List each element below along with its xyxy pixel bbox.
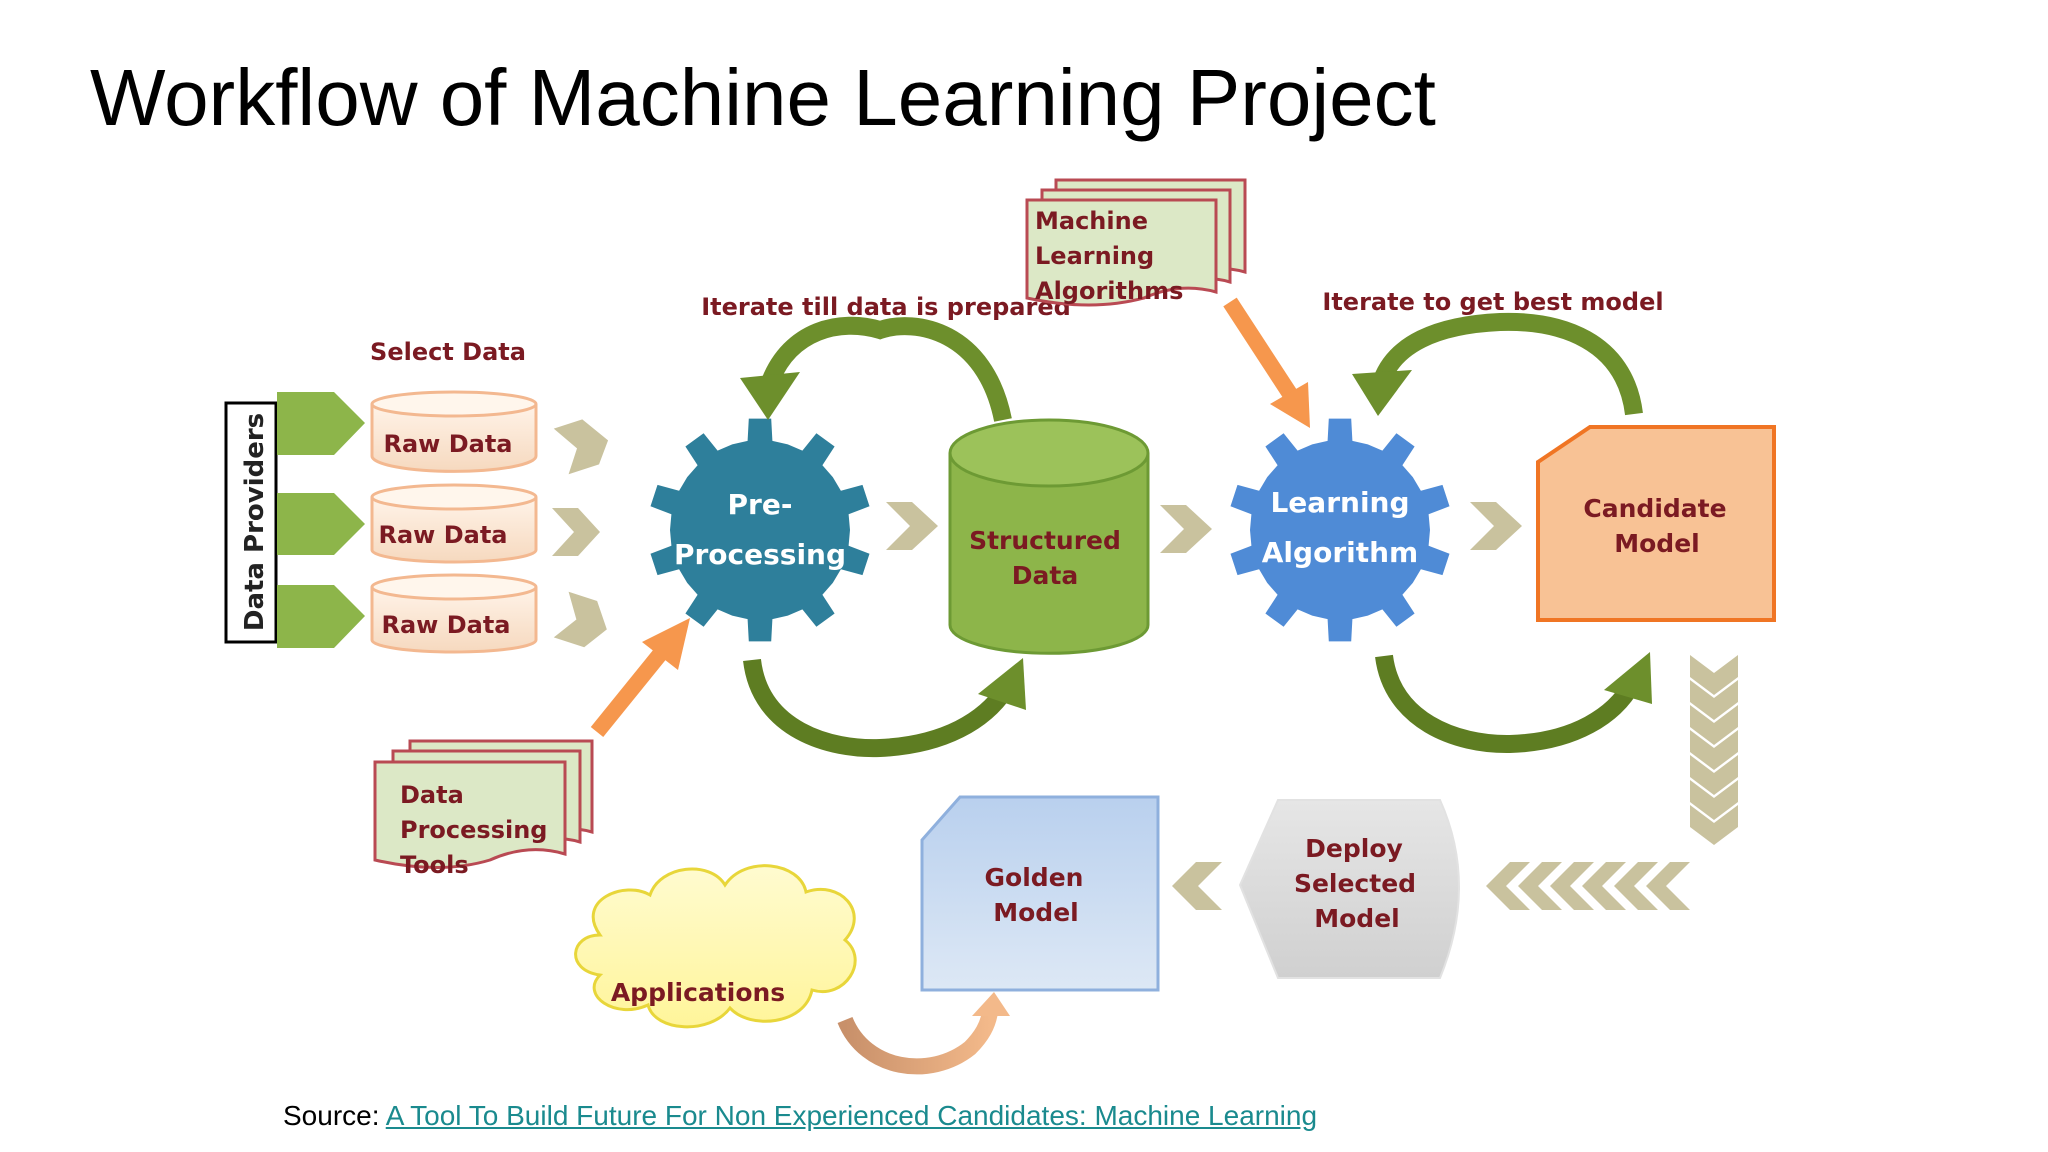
- golden-model-label-2: Model: [993, 898, 1078, 927]
- gear-shape-blue: [1230, 418, 1450, 642]
- tan-arrow-7: [1172, 862, 1222, 910]
- pre-processing-label-2: Processing: [674, 538, 846, 571]
- tan-arrow-4: [886, 502, 938, 550]
- tan-arrow-5: [1160, 505, 1212, 553]
- dpt-label-2: Processing: [400, 816, 547, 844]
- structured-data-label-2: Data: [1012, 561, 1078, 590]
- iterate-data-label: Iterate till data is prepared: [701, 293, 1071, 321]
- chevron-down-5: [1690, 755, 1738, 795]
- pre-processing-label-1: Pre-: [728, 488, 793, 521]
- raw-data-cylinder-3: Raw Data: [370, 573, 538, 654]
- dpt-label-1: Data: [400, 781, 464, 809]
- raw-data-label-1: Raw Data: [384, 430, 513, 458]
- deploy-label-2: Selected: [1294, 869, 1416, 898]
- ml-algorithms-doc: Machine Learning Algorithms: [1025, 178, 1247, 307]
- chevron-left-1: [1646, 862, 1690, 910]
- source-link[interactable]: A Tool To Build Future For Non Experienc…: [385, 1100, 1318, 1131]
- iterate-data-top-arc: [740, 316, 1012, 422]
- left-chevron-stack: [1486, 862, 1690, 910]
- gear-shape-teal: [650, 418, 870, 642]
- learning-algorithm-label-2: Algorithm: [1262, 536, 1418, 569]
- source-line: Source: A Tool To Build Future For Non E…: [283, 1100, 1317, 1132]
- iterate-model-bottom-arc: [1375, 652, 1652, 754]
- structured-data-cylinder: Structured Data: [948, 418, 1150, 655]
- down-chevron-stack: [1690, 655, 1738, 845]
- raw-data-label-3: Raw Data: [382, 611, 511, 639]
- tan-arrow-1: [553, 419, 609, 475]
- deploy-label-1: Deploy: [1305, 834, 1403, 863]
- chevron-left-2: [1614, 862, 1658, 910]
- data-providers-label: Data Providers: [240, 413, 270, 631]
- tan-arrow-6: [1470, 502, 1522, 550]
- raw-data-cylinder-2: Raw Data: [370, 483, 538, 564]
- golden-model-box: Golden Model: [920, 795, 1160, 992]
- select-data-label: Select Data: [370, 338, 526, 366]
- deploy-label-3: Model: [1314, 904, 1399, 933]
- pre-processing-gear: Pre- Processing: [650, 418, 870, 642]
- learning-algorithm-gear: Learning Algorithm: [1230, 418, 1450, 642]
- iterate-model-top-arc: [1352, 312, 1643, 416]
- chevron-left-3: [1582, 862, 1626, 910]
- chevron-down-4: [1690, 730, 1738, 770]
- chevron-left-6: [1486, 862, 1530, 910]
- source-label: Source:: [283, 1100, 380, 1131]
- mla-label-2: Learning: [1035, 242, 1154, 270]
- tan-arrow-3: [553, 591, 607, 648]
- candidate-model-box: Candidate Model: [1536, 425, 1776, 622]
- applications-label: Applications: [611, 978, 785, 1007]
- chevron-down-6: [1690, 780, 1738, 820]
- golden-model-label-1: Golden: [985, 863, 1084, 892]
- chevron-left-5: [1518, 862, 1562, 910]
- iterate-data-bottom-arc: [743, 658, 1026, 758]
- provider-arrow-1: [277, 392, 365, 455]
- applications-cloud: Applications: [574, 864, 857, 1029]
- slide-title: Workflow of Machine Learning Project: [90, 53, 1436, 142]
- data-processing-tools-doc: Data Processing Tools: [373, 739, 594, 879]
- mla-label-3: Algorithms: [1035, 277, 1183, 305]
- provider-arrow-2: [277, 493, 365, 555]
- tools-to-preprocessing-arrow: [590, 618, 690, 738]
- dpt-label-3: Tools: [400, 851, 469, 879]
- structured-data-label-1: Structured: [969, 526, 1121, 555]
- tan-arrow-2: [552, 508, 600, 556]
- chevron-down-3: [1690, 705, 1738, 745]
- raw-data-label-2: Raw Data: [379, 521, 508, 549]
- chevron-left-4: [1550, 862, 1594, 910]
- provider-arrow-3: [277, 585, 365, 648]
- learning-algorithm-label-1: Learning: [1270, 486, 1409, 519]
- iterate-model-label: Iterate to get best model: [1322, 288, 1663, 316]
- chevron-down-2: [1690, 680, 1738, 720]
- raw-data-cylinder-1: Raw Data: [370, 390, 538, 473]
- deploy-selected-model-shape: Deploy Selected Model: [1238, 799, 1460, 979]
- candidate-model-label-1: Candidate: [1583, 494, 1726, 523]
- data-providers-box: Data Providers: [224, 401, 278, 644]
- mla-to-learning-arrow: [1223, 297, 1310, 428]
- provider-arrows: [277, 392, 365, 648]
- chevron-down-7: [1690, 805, 1738, 845]
- raw-to-preprocessing-arrows: [552, 419, 609, 648]
- applications-to-golden-arrow: [837, 992, 1010, 1075]
- mla-label-1: Machine: [1035, 207, 1148, 235]
- chevron-down-1: [1690, 655, 1738, 695]
- candidate-model-label-2: Model: [1614, 529, 1699, 558]
